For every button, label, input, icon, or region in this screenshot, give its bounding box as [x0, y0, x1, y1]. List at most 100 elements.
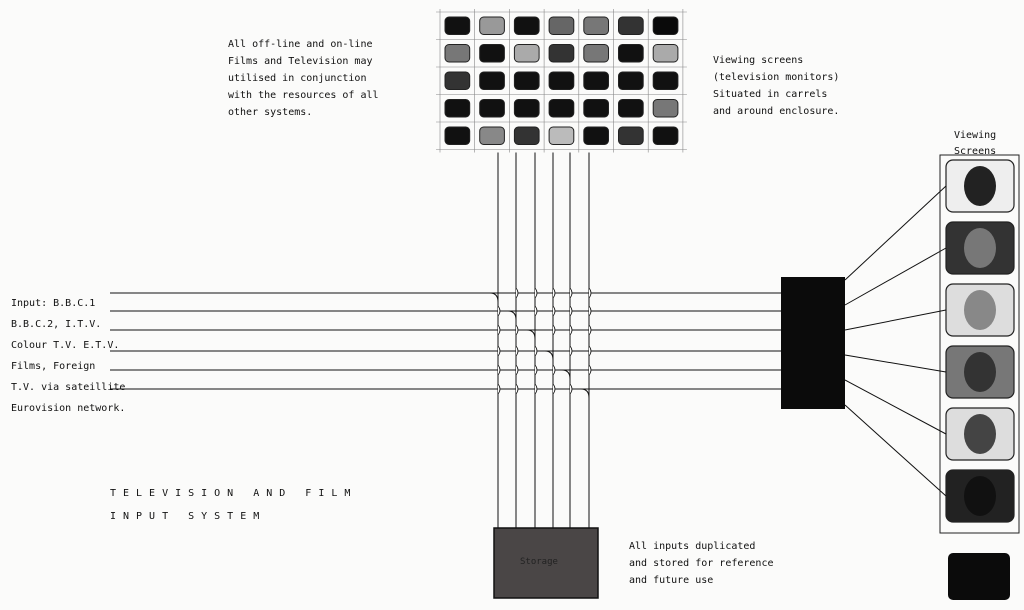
screen-feed-line: [844, 379, 947, 435]
crossover-hop: [569, 345, 573, 357]
screens-label: Viewing Screens: [954, 128, 996, 160]
monitor-screen: [548, 99, 575, 118]
monitor-screen: [652, 99, 679, 118]
crossover-hop: [534, 305, 538, 317]
crossover-hop: [588, 287, 592, 299]
monitor-screen: [479, 44, 505, 63]
screen-feed-line: [844, 247, 947, 306]
crossover-hop: [515, 324, 519, 336]
crossover-hop: [588, 324, 592, 336]
monitor-screen: [548, 71, 575, 90]
monitor-screen: [583, 16, 609, 35]
crossover-hop: [515, 345, 519, 357]
monitor-screen: [513, 126, 540, 145]
junction-curve: [507, 310, 517, 321]
crossover-hop: [534, 364, 538, 376]
crossover-hop: [515, 287, 519, 299]
crossover-hop: [569, 383, 573, 395]
monitor-screen: [479, 71, 505, 90]
monitor-screen: [652, 126, 679, 145]
crossover-hop: [515, 364, 519, 376]
monitor-screen: [513, 16, 540, 35]
screens-label-line: Viewing: [954, 130, 997, 141]
note-line: Films and Television may: [228, 56, 373, 67]
crossover-hop: [569, 287, 573, 299]
distribution-box: [781, 277, 845, 409]
spare-screen: [948, 553, 1010, 600]
screens-label-line: Screens: [954, 146, 997, 157]
monitor-screen: [618, 126, 644, 145]
monitor-screen: [548, 16, 575, 35]
screens-column: [939, 154, 1020, 534]
crossover-hop: [497, 345, 501, 357]
crossover-hop: [569, 324, 573, 336]
junction-curve: [526, 329, 536, 340]
input-label: Eurovision network.: [11, 403, 126, 414]
monitor-screen: [513, 44, 540, 63]
screen-feed-line: [844, 404, 947, 497]
diagram-title-line2: INPUT SYSTEM: [110, 511, 267, 522]
monitor-screen: [618, 71, 644, 90]
input-label: Input: B.B.C.1: [11, 298, 96, 309]
storage-box: [493, 527, 599, 599]
monitor-screen: [513, 71, 540, 90]
note-line: and stored for reference: [629, 558, 774, 569]
monitor-screen: [479, 16, 505, 35]
monitor-screen: [444, 71, 471, 90]
monitor-screen: [548, 44, 575, 63]
monitor-screen: [513, 99, 540, 118]
note-line: utilised in conjunction: [228, 73, 367, 84]
screen-image: [964, 476, 996, 516]
note-line: other systems.: [228, 107, 313, 118]
junction-curve: [580, 388, 590, 399]
monitor-screen: [444, 44, 471, 63]
storage-label: Storage: [520, 557, 558, 567]
crossover-hop: [569, 305, 573, 317]
input-label: T.V. via sateillite: [11, 382, 126, 393]
monitor-screen: [583, 44, 609, 63]
input-label: Colour T.V. E.T.V.: [11, 340, 120, 351]
input-labels: Input: B.B.C.1 B.B.C.2, I.T.V. Colour T.…: [11, 293, 125, 419]
monitor-screen: [444, 126, 471, 145]
diagram-title-line1: TELEVISION AND FILM: [110, 488, 358, 499]
monitor-screen: [583, 71, 609, 90]
monitor-screen: [479, 99, 505, 118]
crossover-hop: [552, 364, 556, 376]
screen-image: [964, 414, 996, 454]
screen-image: [964, 166, 996, 206]
monitor-screen: [618, 99, 644, 118]
crossover-hop: [534, 287, 538, 299]
crossover-hop: [588, 305, 592, 317]
note-line: (television monitors): [713, 72, 840, 83]
monitor-screen: [548, 126, 575, 145]
crossover-hop: [588, 345, 592, 357]
screen-image: [964, 352, 996, 392]
note-line: Situated in carrels: [713, 89, 828, 100]
crossover-hop: [534, 383, 538, 395]
note-line: All off-line and on-line: [228, 39, 373, 50]
monitor-screen: [652, 71, 679, 90]
input-label: B.B.C.2, I.T.V.: [11, 319, 102, 330]
junction-curve: [544, 350, 554, 361]
crossover-hop: [552, 383, 556, 395]
crossover-hop: [497, 305, 501, 317]
note-line: and future use: [629, 575, 714, 586]
monitor-screen: [583, 126, 609, 145]
monitor-screen: [652, 16, 679, 35]
crossover-hop: [552, 305, 556, 317]
monitor-screen: [583, 99, 609, 118]
screen-image: [964, 228, 996, 268]
crossover-hop: [588, 364, 592, 376]
note-line: Viewing screens: [713, 55, 804, 66]
monitor-screen: [444, 16, 471, 35]
crossover-hop: [497, 383, 501, 395]
monitor-screen: [618, 44, 644, 63]
note-storage: All inputs duplicated and stored for ref…: [629, 538, 774, 589]
input-label: Films, Foreign: [11, 361, 96, 372]
crossover-hop: [497, 324, 501, 336]
note-line: and around enclosure.: [713, 106, 840, 117]
crossover-hop: [552, 324, 556, 336]
screen-feed-line: [844, 185, 947, 281]
